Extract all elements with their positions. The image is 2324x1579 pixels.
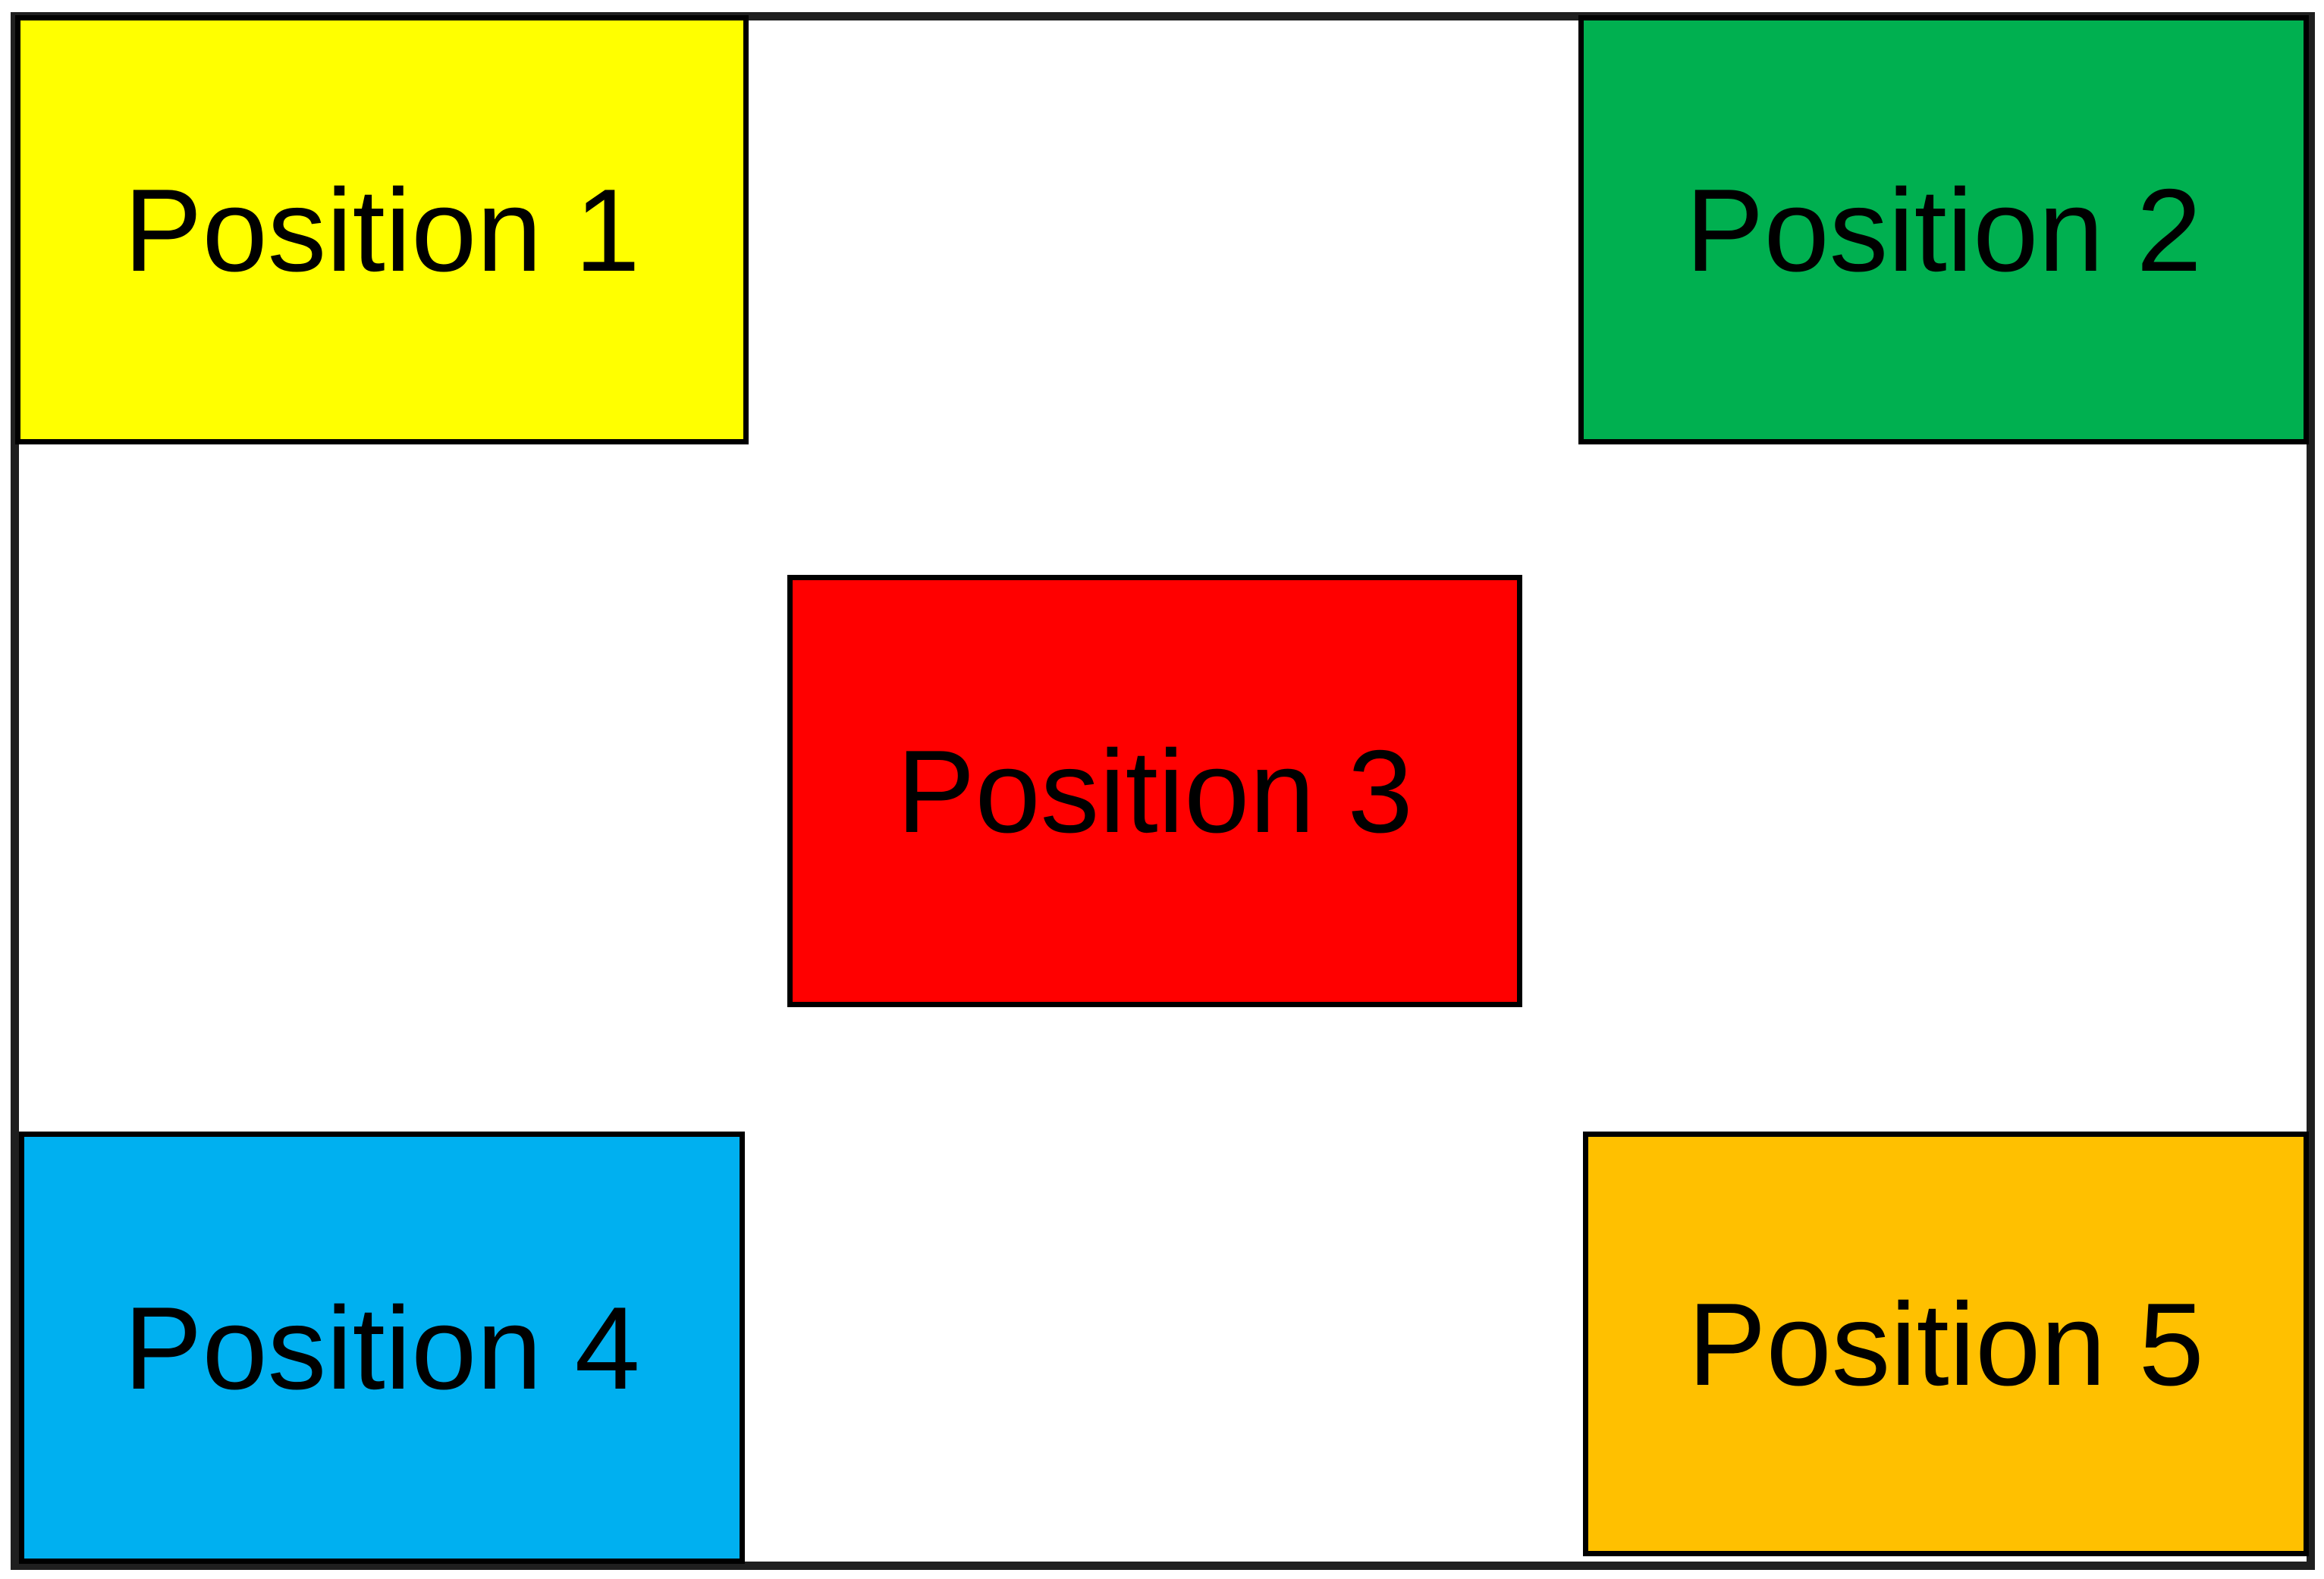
position-5-box[interactable]: Position 5 [1583,1132,2309,1556]
position-4-box[interactable]: Position 4 [19,1132,745,1564]
position-3-box[interactable]: Position 3 [787,575,1522,1007]
position-3-label: Position 3 [897,725,1413,857]
position-2-label: Position 2 [1685,164,2202,296]
position-1-box[interactable]: Position 1 [15,15,749,444]
position-5-label: Position 5 [1688,1278,2204,1410]
position-1-label: Position 1 [124,164,640,296]
position-2-box[interactable]: Position 2 [1578,15,2309,444]
outer-frame [11,12,2315,1570]
position-4-label: Position 4 [124,1282,640,1414]
